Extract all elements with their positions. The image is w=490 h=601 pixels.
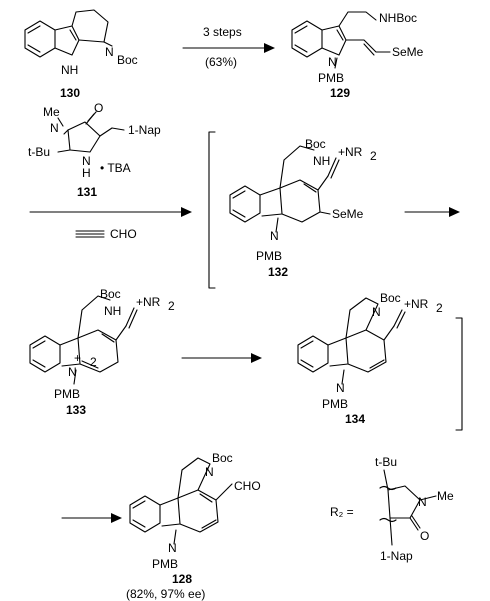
atom-n-128b: N <box>168 541 177 555</box>
atom-n-r2: N <box>418 495 427 509</box>
reaction-arrow-1 <box>182 43 275 53</box>
compound-133 <box>29 295 138 385</box>
atom-tbu-r2: t-Bu <box>375 455 397 469</box>
atom-pmb-128: PMB <box>152 557 178 571</box>
yield-128: (82%, 97% ee) <box>126 587 205 601</box>
atom-pmb-129: PMB <box>318 71 344 85</box>
atom-n-130: N <box>105 45 114 59</box>
atom-boc-133: Boc <box>100 287 121 301</box>
atom-nhboc-129: NHBoc <box>379 11 417 25</box>
compound-132 <box>229 145 340 233</box>
atom-n-128: N <box>205 465 214 479</box>
atom-o-131: O <box>94 101 103 115</box>
reaction-arrow-3 <box>404 207 460 217</box>
atom-sub2-132: 2 <box>370 149 377 163</box>
reaction-arrow-5 <box>61 513 122 523</box>
intermediate-bracket <box>208 131 463 431</box>
atom-sub2-134: 2 <box>436 301 443 315</box>
atom-h-131: H <box>82 166 91 180</box>
atom-seme-132: SeMe <box>332 207 364 221</box>
atom-boc-134: Boc <box>380 291 401 305</box>
compound-label-128: 128 <box>172 572 192 586</box>
atom-nh-130: NH <box>61 63 78 77</box>
atom-iminium-133: +NR <box>136 295 161 309</box>
atom-nap-131: 1-Nap <box>128 123 161 137</box>
atom-me-131: Me <box>43 105 60 119</box>
compound-label-133: 133 <box>66 403 86 417</box>
atom-pmb-133: PMB <box>54 387 80 401</box>
compound-134 <box>297 297 406 385</box>
atom-seme-129: SeMe <box>392 45 424 59</box>
atom-nap-r2: 1-Nap <box>380 549 413 563</box>
atom-boc-128: Boc <box>212 451 233 465</box>
atom-n-133: N <box>68 365 77 379</box>
atom-tba-131: • TBA <box>100 161 131 175</box>
atom-iminium-132: +NR <box>338 145 363 159</box>
reaction-arrow-4 <box>181 353 262 363</box>
atom-tbu-131: t-Bu <box>28 145 50 159</box>
atom-n-129: N <box>328 55 337 69</box>
atom-n-134: N <box>372 305 381 319</box>
reagent-step1-yield: (63%) <box>205 55 237 69</box>
r2-definition-label: R₂ = <box>330 505 354 519</box>
atom-me-r2: Me <box>437 489 454 503</box>
atom-sub2-133: 2 <box>168 299 175 313</box>
atom-n-134b: N <box>336 381 345 395</box>
atom-n-131b: N <box>82 154 91 168</box>
compound-label-130: 130 <box>60 86 80 100</box>
compound-129 <box>291 11 391 69</box>
propynal-reagent <box>75 230 105 238</box>
atom-pmb-132: PMB <box>256 249 282 263</box>
atom-boc-132: Boc <box>305 137 326 151</box>
compound-label-134: 134 <box>345 412 365 426</box>
atom-plus-133: + <box>74 351 81 365</box>
compound-label-129: 129 <box>330 86 350 100</box>
atom-pmb-134: PMB <box>322 397 348 411</box>
atom-cho-128: CHO <box>234 479 261 493</box>
atom-nh-132: NH <box>313 154 330 168</box>
compound-130 <box>24 9 113 58</box>
compound-label-132: 132 <box>268 265 288 279</box>
atom-nh-133: NH <box>104 304 121 318</box>
r2-substituent <box>379 469 437 546</box>
reaction-arrow-2 <box>29 207 192 217</box>
catalyst-131 <box>57 111 125 153</box>
atom-o-r2: O <box>420 529 429 543</box>
atom-boc-130: Boc <box>117 53 138 67</box>
compound-label-131: 131 <box>77 185 97 199</box>
atom-iminium-134: +NR <box>404 297 429 311</box>
reagent-step1-top: 3 steps <box>203 25 242 39</box>
atom-pos2-133: 2 <box>90 355 97 369</box>
reagent-propynal-cho: CHO <box>110 227 137 241</box>
compound-128 <box>129 457 233 545</box>
atom-n-132: N <box>270 229 279 243</box>
atom-n-131a: N <box>50 121 59 135</box>
